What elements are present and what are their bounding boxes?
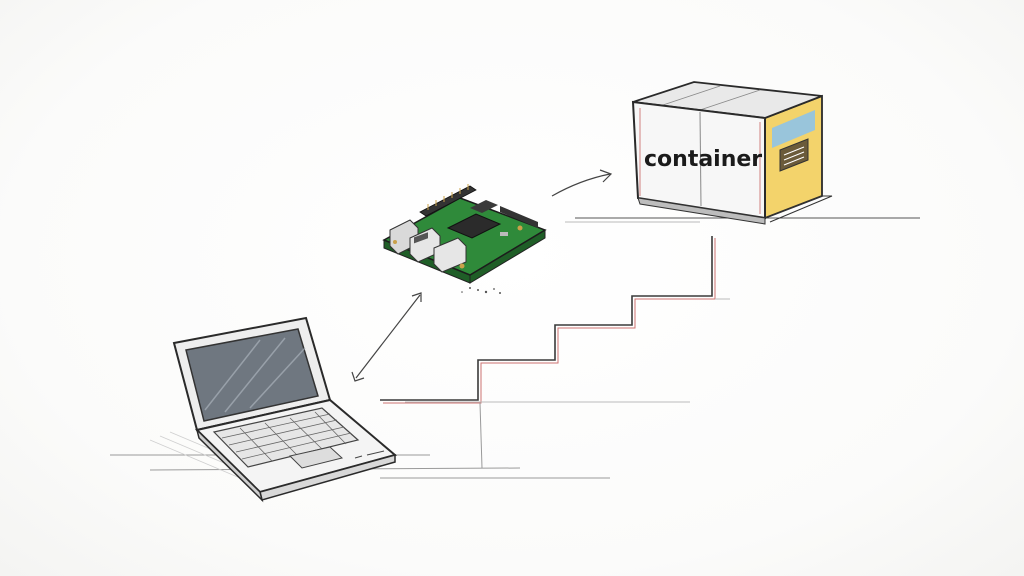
shipping-container-icon: container (631, 81, 833, 225)
edge-laptop-board (351, 292, 422, 382)
laptop-icon (149, 316, 398, 503)
staircase (380, 236, 730, 469)
edge-board-container (551, 169, 613, 197)
container-label: container (644, 147, 762, 172)
single-board-computer-icon (382, 184, 547, 294)
